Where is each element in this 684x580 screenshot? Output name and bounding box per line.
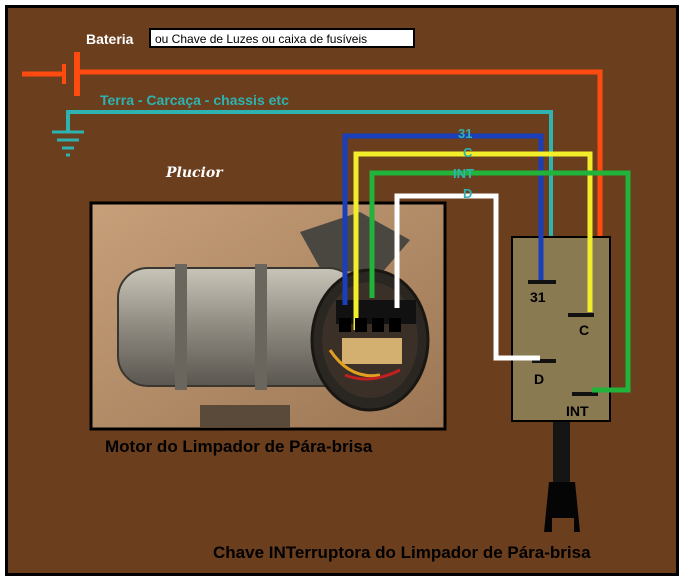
wire-int bbox=[369, 170, 631, 393]
wire-d-label: D bbox=[463, 186, 472, 201]
switch-box bbox=[511, 236, 611, 532]
motor-caption: Motor do Limpador de Pára-brisa bbox=[105, 437, 373, 456]
battery-note-box bbox=[149, 28, 415, 48]
motor-photo bbox=[89, 201, 447, 431]
terminal-c-label: C bbox=[579, 322, 589, 338]
wire-c-label: C bbox=[463, 145, 473, 160]
terminal-int-label: INT bbox=[566, 403, 589, 419]
switch-cable bbox=[553, 422, 570, 492]
motor-terminals bbox=[339, 318, 401, 332]
wire-d bbox=[394, 193, 540, 361]
watermark: Plucior bbox=[165, 165, 224, 181]
wire-int-label: INT bbox=[453, 166, 474, 181]
switch-connector bbox=[544, 482, 580, 532]
terminal-31-label: 31 bbox=[530, 289, 546, 305]
battery-label: Bateria bbox=[86, 31, 134, 47]
wire-31-label: 31 bbox=[458, 126, 472, 141]
battery-note: ou Chave de Luzes ou caixa de fusíveis bbox=[155, 32, 367, 46]
wire-c bbox=[353, 151, 593, 330]
ground-line bbox=[52, 110, 553, 280]
ground-label: Terra - Carcaça - chassis etc bbox=[100, 92, 289, 108]
terminal-d-label: D bbox=[534, 371, 544, 387]
wire-31 bbox=[342, 133, 544, 305]
switch-caption: Chave INTerruptora do Limpador de Pára-b… bbox=[213, 543, 591, 562]
